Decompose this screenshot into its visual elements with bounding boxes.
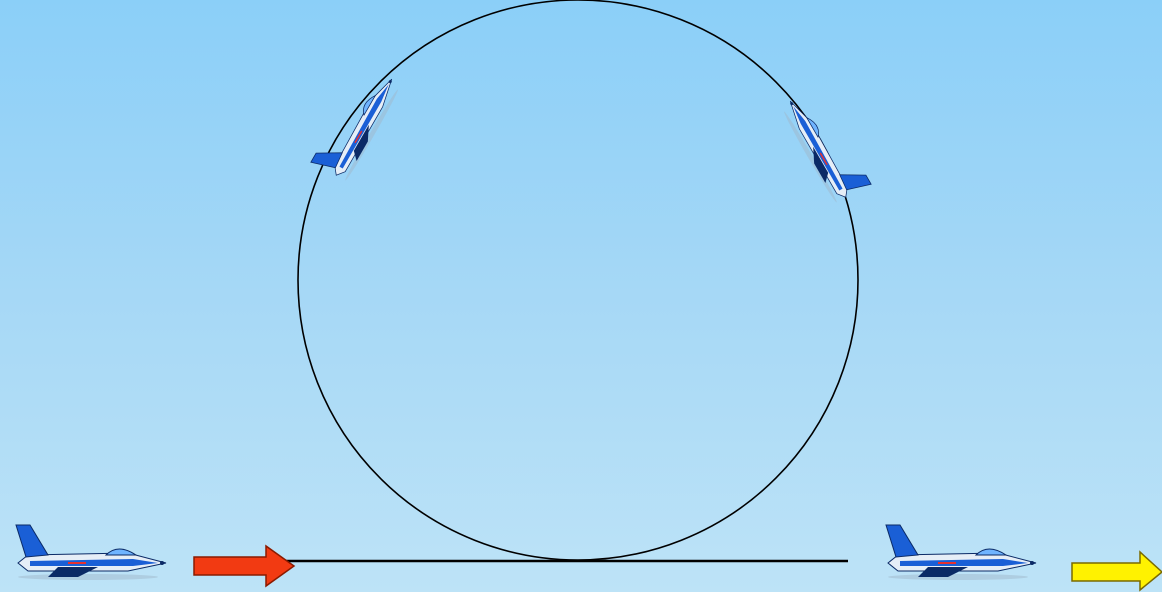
yellow-arrow: [1072, 552, 1162, 590]
red-arrow: [194, 546, 294, 586]
jet-loop-right: [779, 87, 871, 205]
loop-path: [298, 0, 858, 560]
jet-end: [886, 525, 1036, 580]
jet-loop-left: [311, 65, 403, 183]
jet-start: [16, 525, 166, 580]
